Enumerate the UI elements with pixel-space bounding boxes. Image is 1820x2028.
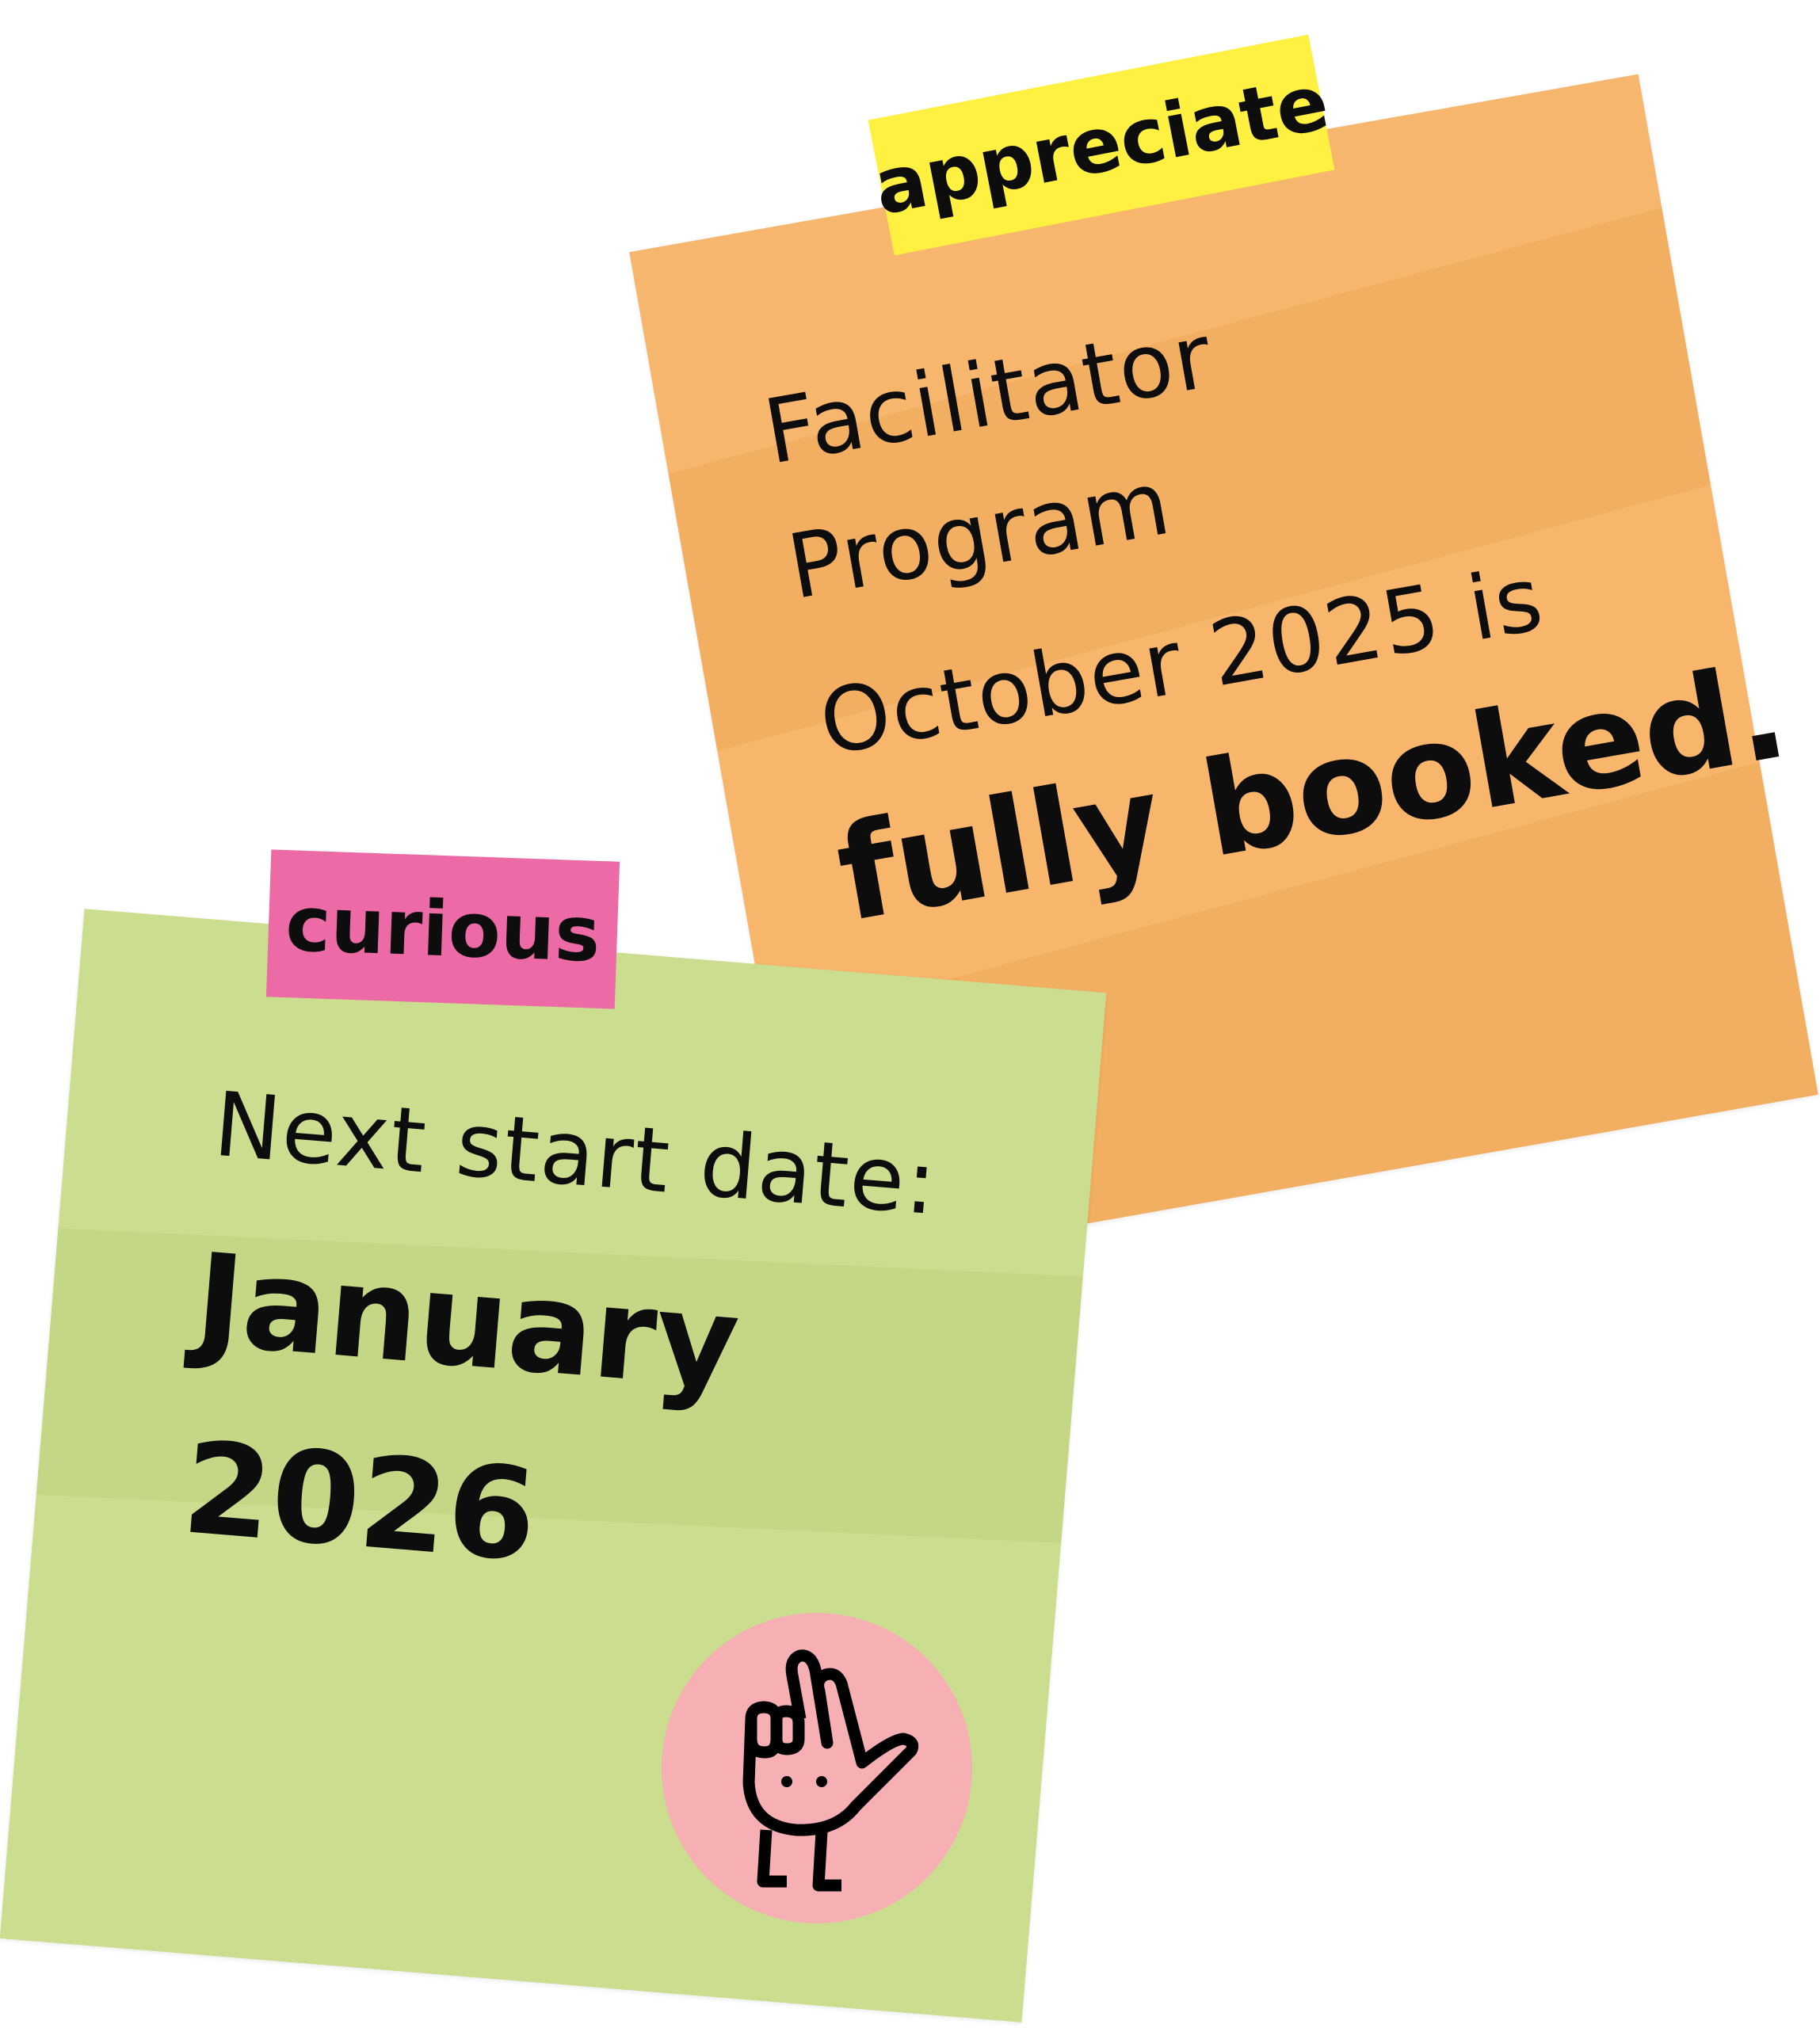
crossed-fingers-hand-icon xyxy=(742,1649,919,1892)
start-date-label: Next start date: xyxy=(210,1073,942,1236)
note-line: Program xyxy=(780,451,1179,620)
tag-curious: curious xyxy=(265,849,620,1009)
start-date-year: 2026 xyxy=(177,1413,542,1591)
sticker-circle xyxy=(662,1613,972,1923)
start-date-month: January xyxy=(190,1225,745,1418)
